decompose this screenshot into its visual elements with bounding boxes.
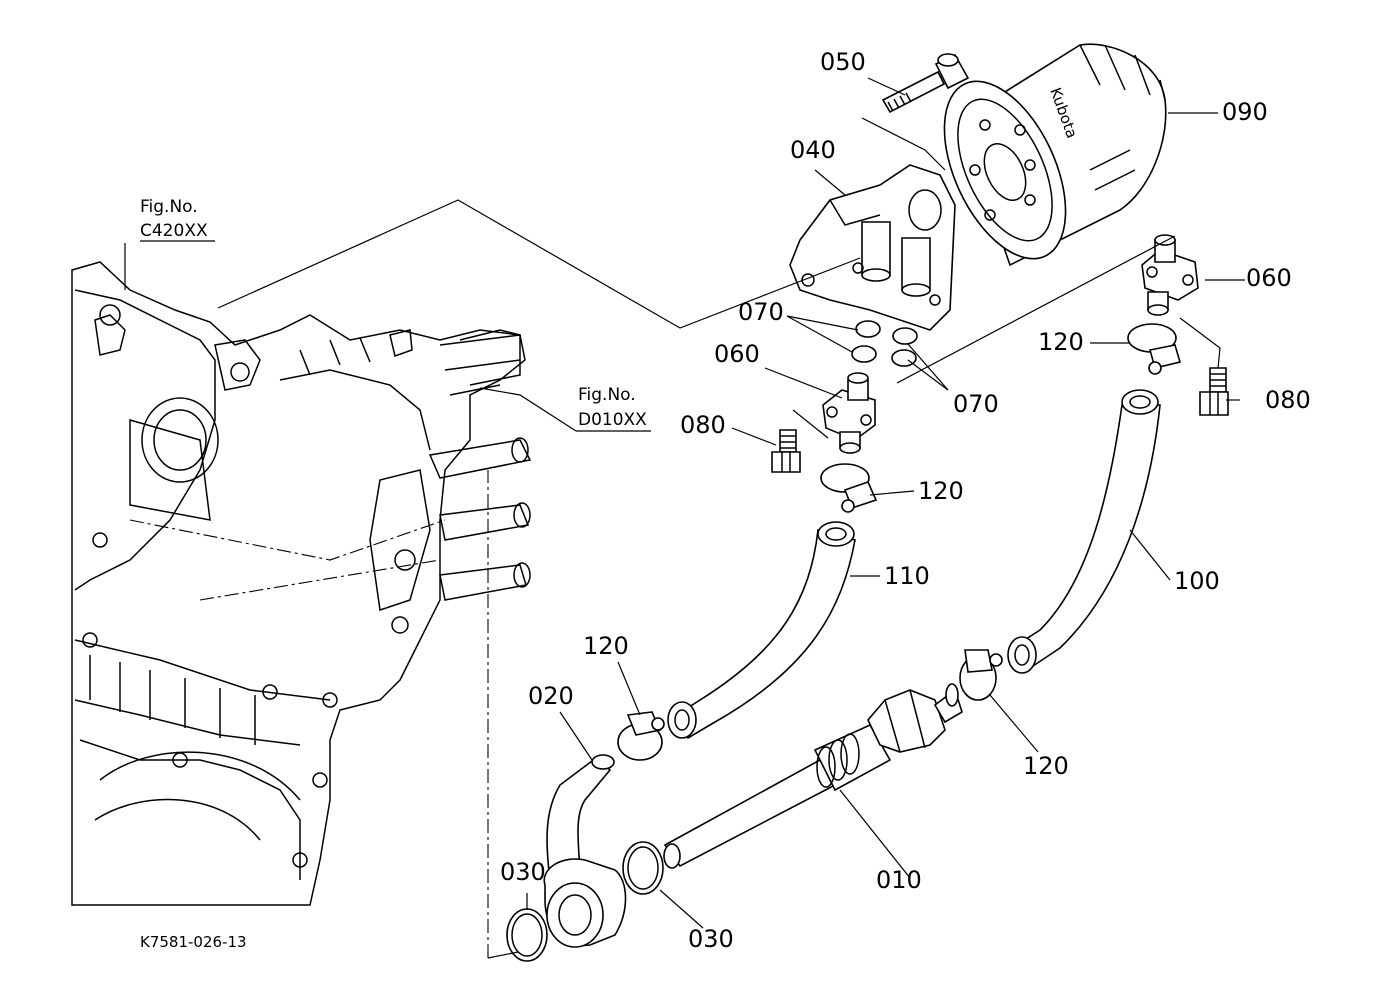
callout-120-middle: 120 — [918, 477, 964, 505]
callout-120-upper-right: 120 — [1038, 328, 1084, 356]
bolt-050-drawing — [881, 53, 970, 114]
hose-clamps-120-drawing — [617, 323, 1182, 761]
hose-110-drawing — [667, 521, 856, 740]
callout-030-right: 030 — [688, 925, 734, 953]
callout-070-lower: 070 — [953, 390, 999, 418]
center-lines — [129, 470, 489, 958]
callout-020: 020 — [528, 682, 574, 710]
engine-block-drawing — [71, 261, 532, 906]
callout-100: 100 — [1174, 567, 1220, 595]
fig-ref-label-c420: Fig.No. — [140, 197, 198, 217]
union-060-right-drawing — [1141, 234, 1199, 316]
callout-070-upper: 070 — [738, 298, 784, 326]
callout-090: 090 — [1222, 98, 1268, 126]
callout-030-left: 030 — [500, 858, 546, 886]
callout-110: 110 — [884, 562, 930, 590]
drawing-code: K7581-026-13 — [140, 933, 247, 951]
callout-080-right: 080 — [1265, 386, 1311, 414]
pipe-020-drawing — [543, 754, 627, 948]
hose-100-drawing — [1007, 389, 1161, 674]
bolt-080-left-drawing — [771, 429, 801, 473]
fig-ref-code-c420: C420XX — [140, 221, 208, 241]
o-rings-030-drawing — [506, 841, 664, 962]
pipe-010-drawing — [663, 683, 963, 869]
callout-060-right: 060 — [1246, 264, 1292, 292]
leader-lines — [124, 77, 1245, 959]
filter-bracket-drawing — [789, 164, 956, 331]
union-060-left-drawing — [822, 372, 876, 454]
callout-120-lower-left: 120 — [583, 632, 629, 660]
oil-filter-drawing: Kubota — [943, 43, 1167, 267]
callout-010: 010 — [876, 866, 922, 894]
callout-050: 050 — [820, 48, 866, 76]
callout-040: 040 — [790, 136, 836, 164]
callout-060-left: 060 — [714, 340, 760, 368]
bolt-080-right-drawing — [1199, 367, 1229, 416]
fig-ref-code-d010: D010XX — [578, 410, 647, 430]
callout-080-left: 080 — [680, 411, 726, 439]
fig-ref-label-d010: Fig.No. — [578, 385, 636, 405]
callout-120-lower-right: 120 — [1023, 752, 1069, 780]
o-rings-070-drawing — [851, 320, 918, 367]
